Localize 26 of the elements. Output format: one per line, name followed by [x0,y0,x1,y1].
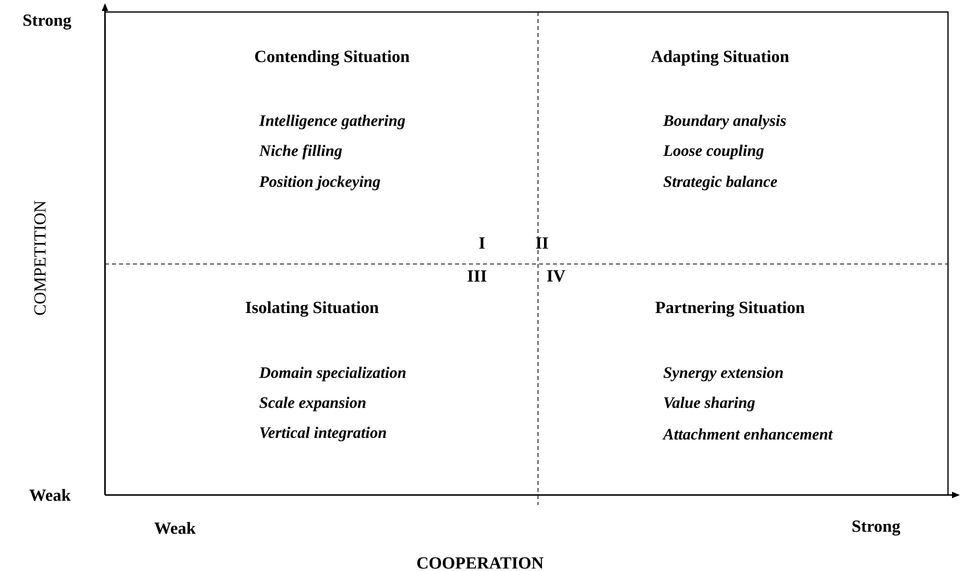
quadrant-number: II [536,237,548,249]
scale-label: Strong [852,520,900,536]
strategy-item: Position jockeying [259,176,380,190]
quadrant-number: I [479,237,485,249]
strategy-item: Strategic balance [664,176,778,190]
quadrant-title: Contending Situation [255,50,410,66]
strategy-item: Vertical integration [260,426,386,442]
quadrant-number: IV [547,270,566,282]
scale-label: Weak [154,522,196,534]
quadrant-number: III [468,270,486,282]
quadrant-title: Isolating Situation [246,301,379,317]
scale-label: Weak [29,488,71,502]
strategy-item: Domain specialization [259,366,406,382]
strategy-item: Intelligence gathering [259,114,406,130]
strategy-item: Niche filling [259,144,342,160]
strategy-item: Value sharing [664,396,755,412]
strategy-item: Loose coupling [663,144,764,160]
axis-title: COMPETITION [34,200,46,315]
strategy-item: Scale expansion [259,396,366,412]
strategy-item: Boundary analysis [663,114,786,130]
scale-label: Strong [24,14,72,30]
quadrant-title: Adapting Situation [650,50,789,66]
quadrant-title: Partnering Situation [655,301,805,317]
strategy-item: Synergy extension [664,366,783,382]
axis-title: COOPERATION [417,557,544,569]
strategy-item: Attachment enhancement [662,428,833,440]
